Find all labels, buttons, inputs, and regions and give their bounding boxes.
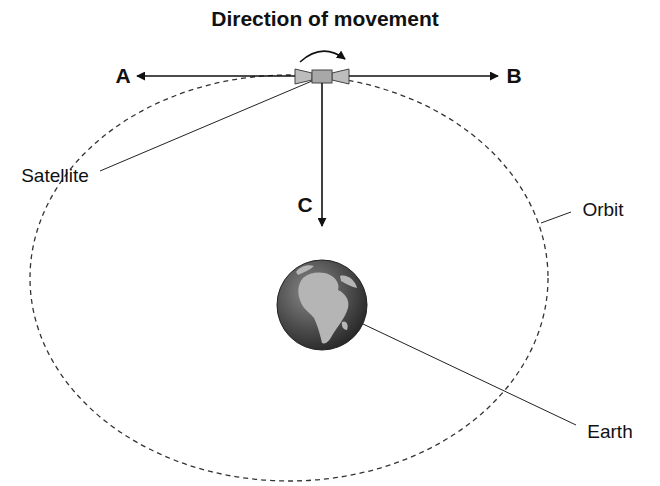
direction-arrow (321, 83, 323, 226)
movement-arrow (300, 51, 345, 62)
part-label: Orbit (582, 200, 623, 221)
part-label: Earth (587, 422, 632, 443)
callout-letter: C (297, 193, 312, 216)
callout-letter: A (115, 64, 130, 87)
orbit-path (30, 75, 548, 481)
satellite-symbol (295, 69, 349, 84)
leader-line (541, 212, 571, 223)
part-label: Satellite (21, 166, 89, 187)
diagram-title: Direction of movement (211, 7, 439, 30)
callout-letter: B (506, 64, 521, 87)
leader-line (100, 81, 312, 171)
direction-arrow (349, 75, 498, 77)
direction-arrow (137, 75, 295, 77)
leader-line (363, 324, 576, 425)
earth-globe (277, 260, 367, 350)
